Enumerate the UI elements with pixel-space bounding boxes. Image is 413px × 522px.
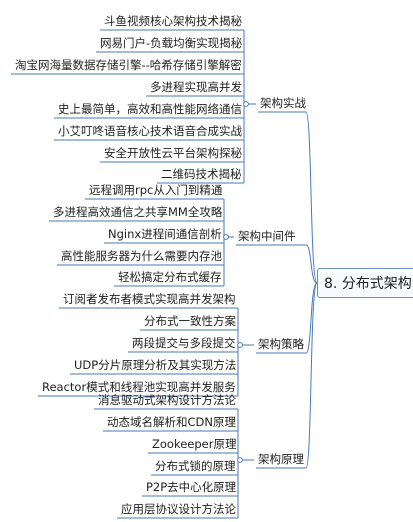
root-connector	[305, 111, 318, 284]
leaf-topic[interactable]: UDP分片原理分析及其实现方法	[74, 358, 237, 372]
leaf-topic[interactable]: 高性能服务器为什么需要内存池	[61, 249, 222, 263]
leaf-topic[interactable]: 远程调用rpc从入门到精通	[89, 183, 223, 197]
leaf-topic[interactable]: Reactor模式和线程池实现高并发服务	[42, 380, 236, 394]
branch-topic[interactable]: 架构策略	[258, 337, 304, 351]
leaf-topic[interactable]: 安全开放性云平台架构探秘	[104, 146, 242, 160]
leaf-topic[interactable]: 史上最简单，高效和高性能网络通信	[58, 102, 242, 116]
leaf-topic[interactable]: P2P去中心化原理	[146, 480, 237, 494]
leaf-topic[interactable]: 二维码技术揭秘	[161, 167, 242, 181]
leaf-topic[interactable]: 淘宝网海量数据存储引擎--哈希存储引擎解密	[15, 58, 242, 72]
leaf-topic[interactable]: 订阅者发布者模式实现高并发架构	[63, 292, 236, 306]
leaf-topic[interactable]: 斗鱼视频核心架构技术揭秘	[104, 14, 242, 28]
root-connector	[305, 282, 318, 354]
leaf-topic[interactable]: 轻松搞定分布式缓存	[118, 270, 222, 284]
leaf-topic[interactable]: 两段提交与多段提交	[132, 336, 236, 350]
root-node[interactable]: 8. 分布式架构	[317, 268, 413, 298]
leaf-topic[interactable]: 消息驱动式架构设计方法论	[98, 393, 236, 407]
leaf-topic[interactable]: 动态域名解析和CDN原理	[107, 415, 236, 429]
collapse-dot-icon	[223, 234, 229, 240]
leaf-topic[interactable]: Zookeeper原理	[152, 437, 237, 451]
branch-topic[interactable]: 架构实战	[260, 96, 306, 110]
leaf-topic[interactable]: 网易门户-负载均衡实现揭秘	[100, 36, 243, 50]
leaf-topic[interactable]: 多进程实现高并发	[150, 80, 242, 94]
collapse-dot-icon	[237, 342, 243, 348]
leaf-topic[interactable]: 多进程高效通信之共享MM全攻略	[53, 205, 223, 219]
branch-topic[interactable]: 架构原理	[258, 452, 304, 466]
leaf-topic[interactable]: 分布式一致性方案	[144, 314, 236, 328]
collapse-dot-icon	[243, 101, 249, 107]
leaf-topic[interactable]: Nginx进程间通信剖析	[108, 227, 222, 241]
root-connector	[305, 282, 318, 469]
leaf-topic[interactable]: 分布式锁的原理	[155, 459, 236, 473]
collapse-dot-icon	[237, 457, 243, 463]
branch-topic[interactable]: 架构中间件	[238, 229, 296, 243]
leaf-topic[interactable]: 小艾叮咚语音核心技术语音合成实战	[58, 124, 242, 138]
leaf-topic[interactable]: 应用层协议设计方法论	[121, 502, 236, 516]
root-connector	[305, 244, 318, 284]
